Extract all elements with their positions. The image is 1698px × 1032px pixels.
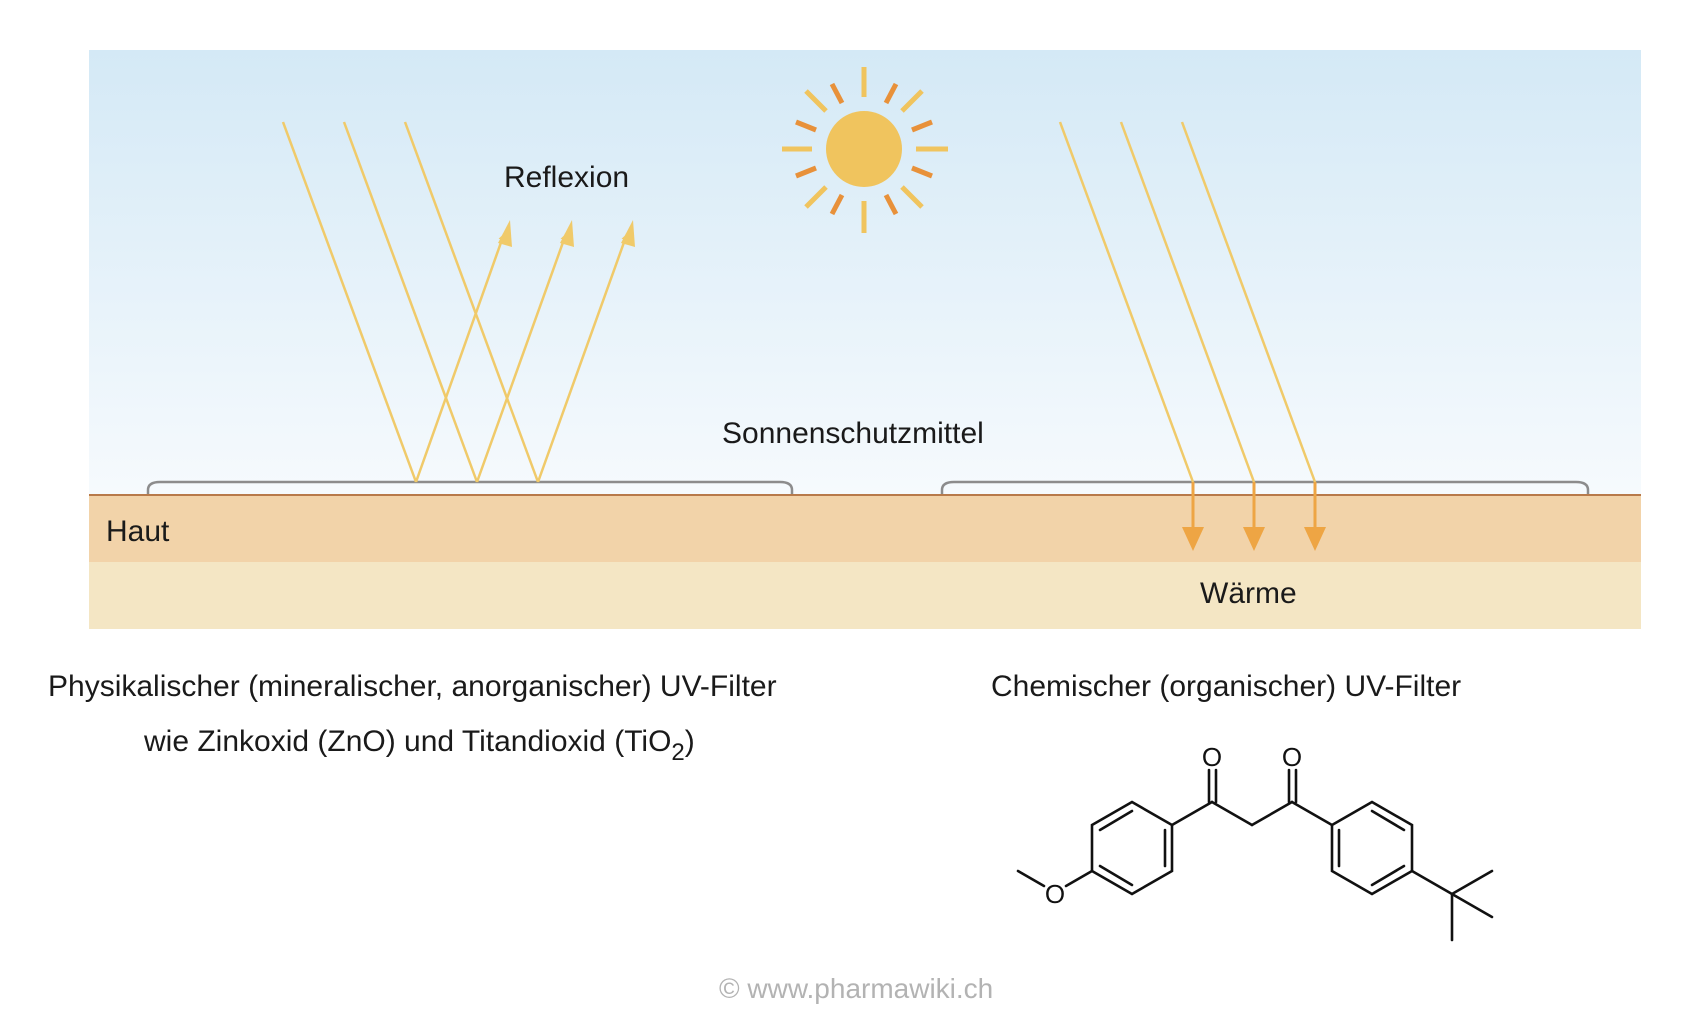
incoming-rays-right <box>1058 121 1317 483</box>
label-haut: Haut <box>106 515 170 548</box>
atom-o-methoxy: O <box>1045 879 1065 909</box>
subscript-2: 2 <box>671 739 685 766</box>
heat-arrows <box>1182 482 1326 551</box>
reflected-arrowheads <box>498 220 635 247</box>
label-reflexion: Reflexion <box>504 161 629 194</box>
copyright-credit: © www.pharmawiki.ch <box>719 973 994 1004</box>
sun-icon <box>782 67 948 233</box>
skin-upper-layer <box>89 495 1641 562</box>
caption-closing-paren: ) <box>684 725 695 758</box>
sunscreen-layer-right <box>940 480 1590 494</box>
label-waerme: Wärme <box>1200 577 1297 610</box>
caption-chemical-filter: Chemischer (organischer) UV-Filter <box>991 670 1462 703</box>
caption-physical-examples-text: wie Zinkoxid (ZnO) und Titandioxid (TiO <box>144 725 672 758</box>
label-sonnenschutzmittel: Sonnenschutzmittel <box>722 417 984 450</box>
reflected-rays <box>414 233 629 483</box>
incoming-rays-left <box>281 121 540 483</box>
atom-o-ketone-left: O <box>1202 742 1222 772</box>
sunscreen-layer-left <box>146 480 794 494</box>
molecule-structure <box>1016 768 1494 942</box>
caption-physical-examples: wie Zinkoxid (ZnO) und Titandioxid (TiO2… <box>144 725 695 765</box>
caption-physical-filter: Physikalischer (mineralischer, anorganis… <box>48 670 777 703</box>
skin-lower-layer <box>89 562 1641 629</box>
atom-o-ketone-right: O <box>1282 742 1302 772</box>
